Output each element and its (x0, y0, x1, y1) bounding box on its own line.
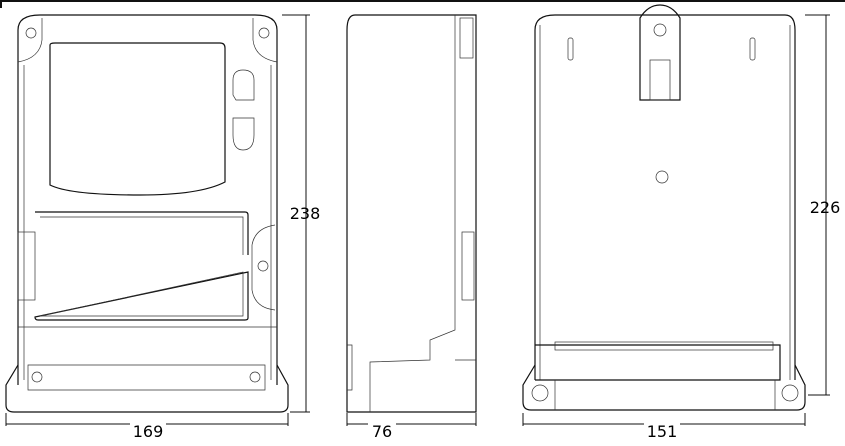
display-window (49, 42, 226, 196)
seal-screw-icon (257, 260, 269, 272)
front-width-label: 169 (133, 422, 164, 441)
back-screw-icon (655, 170, 669, 184)
hanging-bracket (639, 4, 681, 101)
side-view (346, 14, 477, 413)
back-width-label: 151 (647, 422, 678, 441)
dimension-lines (5, 14, 830, 426)
front-height-label: 238 (290, 204, 321, 223)
front-view (5, 14, 289, 413)
side-depth-label: 76 (372, 422, 392, 441)
terminal-cover (34, 211, 249, 321)
back-view (522, 4, 806, 411)
button-bottom (232, 117, 255, 151)
button-top (232, 69, 255, 101)
back-height-label: 226 (810, 198, 841, 217)
hanging-hole-icon (653, 23, 667, 37)
